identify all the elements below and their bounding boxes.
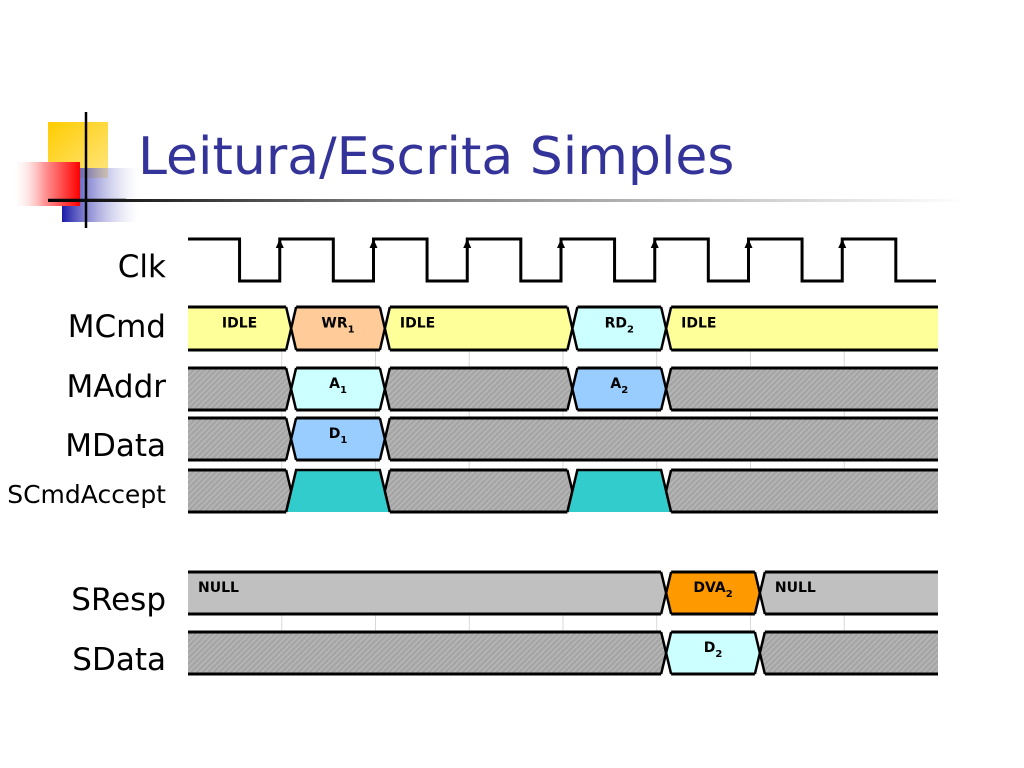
dont-care-segment — [384, 368, 573, 410]
bus-transition — [664, 306, 673, 351]
bus-value-label: D1 — [329, 426, 348, 446]
bus-value-label: A1 — [329, 376, 347, 396]
bus-row-sdata: D2 — [188, 630, 938, 676]
bus-value-text: NULL — [775, 580, 816, 596]
scmdaccept-high-pulse — [286, 470, 390, 512]
bus-value-label: RD2 — [605, 316, 634, 336]
bus-transition — [383, 417, 392, 461]
bus-transition — [289, 417, 298, 461]
signal-label-mcmd: MCmd — [67, 309, 166, 345]
bus-row-mdata: D1 — [188, 416, 938, 462]
signal-label-sdata: SData — [72, 642, 166, 678]
bus-transition — [664, 571, 673, 615]
clk-wave — [188, 237, 936, 283]
dont-care-segment — [188, 470, 292, 512]
signal-label-sresp: SResp — [71, 582, 166, 618]
signal-label-maddr: MAddr — [66, 369, 166, 405]
bus-transition — [383, 306, 392, 351]
bus-value-subscript: 2 — [621, 385, 628, 396]
bus-value-text: WR — [321, 316, 347, 332]
bus-transition — [664, 469, 673, 513]
bus-value-text: IDLE — [681, 316, 716, 332]
bus-transition — [383, 469, 392, 513]
signal-label-clk: Clk — [117, 249, 166, 285]
bus-value-label: A2 — [610, 376, 628, 396]
dont-care-segment — [384, 418, 938, 460]
bus-value-text: D — [704, 640, 716, 656]
bus-value-label: IDLE — [400, 316, 435, 332]
bus-transition — [758, 631, 767, 675]
bus-value-subscript: 2 — [715, 649, 722, 660]
bus-value-label: IDLE — [222, 316, 257, 332]
bus-value-segment — [572, 368, 667, 410]
bus-value-subscript: 1 — [340, 385, 347, 396]
bus-value-subscript: 2 — [627, 325, 634, 336]
bus-value-subscript: 1 — [340, 435, 347, 446]
bus-row-scmdaccept — [188, 468, 938, 514]
dont-care-segment — [188, 418, 292, 460]
bus-transition — [571, 367, 579, 411]
bus-row-mcmd: IDLE WR1 IDLE RD2 IDLE — [188, 305, 938, 352]
bus-value-label: WR1 — [321, 316, 354, 336]
clk-rising-edge-arrow — [838, 239, 847, 248]
bus-value-segment — [666, 572, 760, 614]
bus-transition — [664, 631, 673, 675]
bus-transition — [664, 367, 673, 411]
logo-red-square — [14, 162, 80, 206]
dont-care-segment — [666, 470, 938, 512]
clk-rising-edge-arrow — [744, 239, 753, 248]
clk-rising-edge-arrow — [275, 239, 284, 248]
bus-value-text: IDLE — [400, 316, 435, 332]
dont-care-segment — [384, 470, 573, 512]
bus-value-segment — [759, 572, 938, 614]
bus-value-text: D — [329, 426, 341, 442]
scmdaccept-high-pulse — [567, 470, 672, 512]
bus-value-label: DVA2 — [693, 580, 732, 600]
bus-value-segment — [291, 307, 385, 350]
bus-value-text: A — [610, 376, 621, 392]
bus-value-segment — [384, 307, 573, 350]
signal-label-mdata: MData — [65, 428, 166, 464]
dont-care-segment — [759, 632, 938, 674]
bus-value-label: NULL — [775, 580, 816, 596]
bus-value-segment — [291, 418, 385, 460]
clk-waveform — [188, 237, 936, 283]
dont-care-segment — [188, 632, 667, 674]
bus-transition — [758, 571, 767, 615]
bus-value-segment — [291, 368, 385, 410]
bus-value-subscript: 1 — [348, 325, 355, 336]
bus-row-sresp: NULL DVA2 NULL — [188, 570, 938, 616]
clk-rising-edge-arrow — [557, 239, 565, 248]
bus-value-label: IDLE — [681, 316, 716, 332]
bus-value-segment — [666, 307, 938, 350]
bus-transition — [289, 306, 298, 351]
slide-title: Leitura/Escrita Simples — [138, 127, 735, 187]
bus-value-segment — [572, 307, 667, 350]
bus-transition — [571, 306, 579, 351]
clk-rising-edge-arrow — [369, 239, 378, 248]
bus-value-text: RD — [605, 316, 627, 332]
bus-value-subscript: 2 — [726, 589, 733, 600]
bus-value-text: A — [329, 376, 340, 392]
bus-value-segment — [188, 307, 292, 350]
bus-value-label: D2 — [704, 640, 723, 660]
title-underline — [48, 199, 968, 202]
bus-transition — [383, 367, 392, 411]
bus-value-segment — [188, 572, 667, 614]
signal-label-scmdaccept: SCmdAccept — [7, 480, 166, 509]
bus-value-text: IDLE — [222, 316, 257, 332]
clk-rising-edge-arrow — [650, 239, 659, 248]
bus-value-text: NULL — [198, 580, 239, 596]
bus-value-label: NULL — [198, 580, 239, 596]
bus-value-text: DVA — [693, 580, 726, 596]
dont-care-segment — [666, 368, 938, 410]
bus-value-segment — [666, 632, 760, 674]
dont-care-segment — [188, 368, 292, 410]
bus-transition — [289, 367, 298, 411]
clk-rising-edge-arrow — [463, 239, 472, 248]
